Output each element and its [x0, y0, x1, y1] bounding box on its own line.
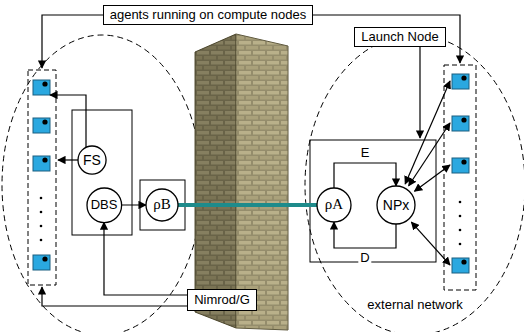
connector — [334, 222, 396, 248]
agent-icon — [452, 116, 469, 131]
callout-box: agents running on compute nodes — [103, 5, 314, 26]
agent-icon — [452, 258, 469, 273]
proxy-box — [140, 180, 185, 230]
external-nodes — [444, 65, 476, 290]
ellipsis-dot — [40, 211, 43, 214]
connector — [178, 203, 317, 207]
ellipsis-dot — [459, 215, 462, 218]
agent-dot — [42, 256, 47, 261]
edge-label: D — [358, 251, 371, 265]
external-region — [305, 35, 524, 332]
launch-node-box — [310, 140, 436, 262]
agent-dot — [461, 159, 466, 164]
agent-icon — [33, 156, 50, 171]
node-text: ρA — [325, 196, 343, 213]
compute-nodes — [28, 70, 56, 285]
ellipsis-dot — [459, 229, 462, 232]
node-text: NPx — [383, 197, 409, 213]
callout-box: Nimrod/G — [187, 289, 257, 312]
agent-icon — [33, 118, 50, 133]
agent-link — [414, 165, 450, 191]
agent-icon — [33, 80, 50, 95]
ellipsis-dot — [459, 243, 462, 246]
firewall-wall — [195, 34, 288, 330]
cluster-region — [2, 35, 202, 332]
connector — [104, 222, 187, 295]
process-circle: NPx — [377, 186, 415, 224]
agent-icon — [452, 158, 469, 173]
agent-link — [411, 222, 450, 265]
agent-dot — [42, 81, 47, 86]
ellipsis-dot — [40, 239, 43, 242]
agent-icon — [33, 255, 50, 270]
node-text: ρB — [153, 196, 171, 213]
service-circle: DBS — [87, 188, 122, 223]
proxy-circle: ρA — [317, 188, 351, 222]
edge-label: E — [359, 146, 372, 160]
server-box — [72, 110, 132, 235]
node-text: agents running on compute nodes — [110, 8, 307, 23]
agent-link — [409, 123, 450, 186]
agent-icons — [33, 74, 469, 273]
agent-wires — [405, 81, 450, 265]
callout-box: Launch Node — [354, 27, 445, 48]
agent-dot — [461, 117, 466, 122]
region-label: external network — [365, 298, 464, 312]
agent-dot — [42, 119, 47, 124]
node-text: Launch Node — [361, 30, 438, 45]
agent-dot — [461, 75, 466, 80]
service-circle: FS — [78, 146, 106, 174]
node-text: Nimrod/G — [194, 293, 250, 308]
agent-dot — [461, 259, 466, 264]
ellipsis-dot — [40, 197, 43, 200]
agent-icon — [452, 74, 469, 89]
wires — [42, 15, 460, 306]
ellipsis-dot — [459, 201, 462, 204]
ellipsis-dot — [40, 225, 43, 228]
connector — [121, 204, 146, 205]
node-text: FS — [83, 152, 101, 168]
agent-dot — [42, 157, 47, 162]
proxy-circle: ρB — [146, 189, 178, 221]
connector — [334, 163, 396, 188]
node-text: DBS — [91, 198, 118, 213]
